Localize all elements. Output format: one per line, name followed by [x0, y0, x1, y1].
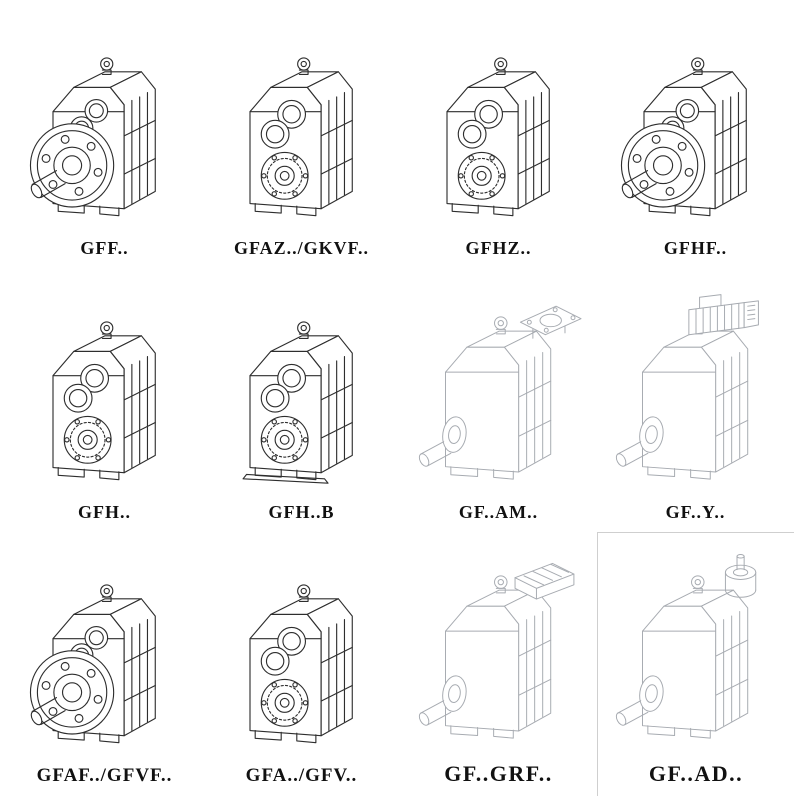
- product-cell-gfaf-gfvf: GFAF../GFVF..: [6, 532, 203, 796]
- drawing-input-adapter-gearbox: [601, 542, 791, 756]
- product-label: GFAZ../GKVF..: [233, 238, 369, 258]
- product-cell-gf-grf: GF..GRF..: [400, 532, 597, 796]
- product-label: GF..GRF..: [444, 761, 553, 786]
- product-cell-gf-am: GF..AM..: [400, 268, 597, 532]
- drawing-hollow-bore-gearbox: [213, 25, 391, 233]
- product-cell-gfhz: GFHZ..: [400, 4, 597, 268]
- drawing-hollow-bore-gearbox: [410, 25, 588, 233]
- product-label: GF..Y..: [665, 502, 726, 522]
- product-label: GFHZ..: [465, 238, 532, 258]
- product-cell-gfh-b: GFH..B: [203, 268, 400, 532]
- drawing-shaft-mounted-gearbox: [16, 289, 194, 497]
- drawing-hollow-bore-gearbox: [213, 552, 391, 760]
- product-label: GF..AD..: [648, 761, 744, 786]
- drawing-motor-adapter-gearbox: [404, 283, 594, 497]
- product-label: GFH..: [78, 502, 131, 522]
- product-cell-gf-ad: GF..AD..: [597, 532, 794, 796]
- product-label: GFF..: [80, 238, 129, 258]
- product-cell-gfa-gfv: GFA../GFV..: [203, 532, 400, 796]
- drawing-flange-output-gearbox: [607, 25, 785, 233]
- product-cell-gfhf: GFHF..: [597, 4, 794, 268]
- product-cell-gfaz-gkvf: GFAZ../GKVF..: [203, 4, 400, 268]
- drawing-top-flange-gearbox: [404, 542, 594, 756]
- drawing-flange-output-gearbox: [16, 552, 194, 760]
- product-cell-gf-y: GF..Y..: [597, 268, 794, 532]
- drawing-flange-output-gearbox: [16, 25, 194, 233]
- product-cell-gff: GFF..: [6, 4, 203, 268]
- product-cell-gfh: GFH..: [6, 268, 203, 532]
- product-label: GFH..B: [268, 502, 335, 522]
- drawing-motorized-gearbox: [601, 283, 791, 497]
- product-label: GFA../GFV..: [245, 765, 358, 786]
- product-label: GFHF..: [663, 238, 728, 258]
- product-label: GFAF../GFVF..: [36, 765, 173, 786]
- product-label: GF..AM..: [458, 502, 539, 522]
- drawing-foot-mounted-gearbox: [213, 289, 391, 497]
